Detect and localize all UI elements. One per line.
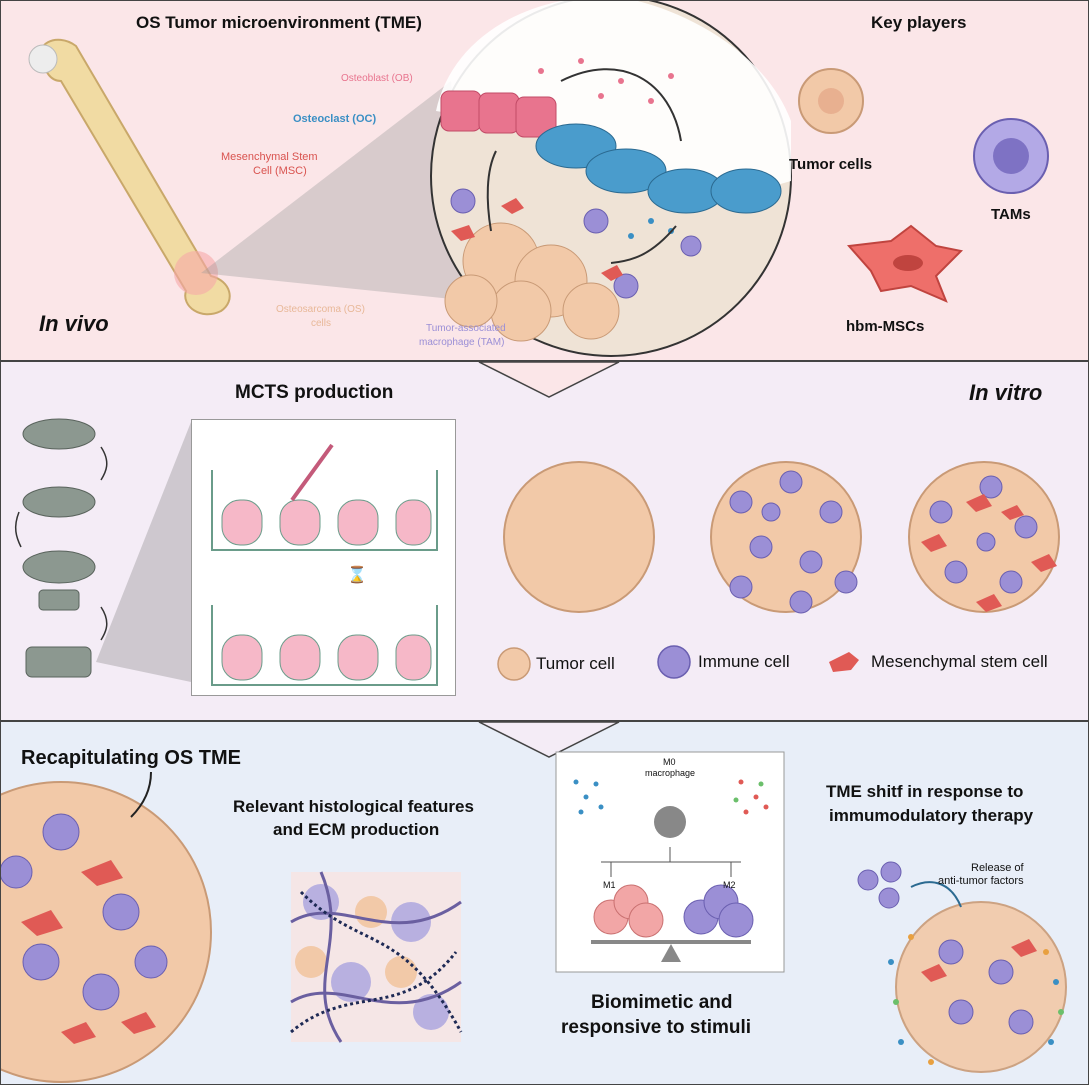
key-players-title: Key players: [871, 13, 967, 32]
panel-in-vivo: OS Tumor microenvironment (TME) Key play…: [0, 0, 1089, 361]
tams-label: TAMs: [991, 206, 1031, 223]
femur-bone-icon: [28, 38, 231, 316]
tam-cell-icon: [973, 118, 1049, 194]
spheroid-tumor-immune: [710, 461, 862, 614]
spheroid-tumor-only: [503, 461, 655, 613]
biomimetic-line1: Biomimetic and: [591, 992, 733, 1013]
msc-cell-icon: [846, 224, 964, 303]
tme-zoom-circle: [430, 1, 792, 357]
in-vivo-label: In vivo: [39, 311, 109, 336]
msc-label-line2: Cell (MSC): [253, 165, 307, 177]
tumor-cell-icon: [798, 68, 864, 134]
os-label-line1: Osteosarcoma (OS): [276, 304, 365, 315]
m2-label: M2: [723, 880, 736, 890]
panel-recapitulating: Recapitulating OS TME Relevant histologi…: [0, 721, 1089, 1085]
legend-msc-swatch: [829, 652, 859, 672]
plate-panel: ⌛: [191, 419, 456, 696]
spheroid-tumor-immune-msc: [908, 461, 1060, 613]
in-vitro-illustration: [14, 362, 1060, 682]
msc-label-line1: Mesenchymal Stem: [221, 151, 318, 163]
biomimetic-line2: responsive to stimuli: [561, 1017, 752, 1038]
legend-tumor-label: Tumor cell: [536, 654, 615, 673]
in-vitro-label: In vitro: [969, 380, 1043, 405]
tme-shift-line1: TME shitf in response to: [826, 782, 1024, 801]
osteoblast-label: Osteoblast (OB): [341, 73, 413, 84]
hbm-mscs-label: hbm-MSCs: [846, 318, 925, 335]
release-line2: anti-tumor factors: [938, 875, 1024, 887]
tam-label-line1: Tumor-associated: [426, 323, 506, 334]
in-vivo-illustration: [28, 1, 1049, 357]
osteoclast-label: Osteoclast (OC): [293, 113, 377, 125]
legend-msc-label: Mesenchymal stem cell: [871, 652, 1048, 671]
recapitulating-title: Recapitulating OS TME: [21, 747, 242, 769]
release-line1: Release of: [971, 862, 1024, 874]
immune-cells-icon: [857, 861, 902, 909]
tumor-cells-label: Tumor cells: [789, 156, 873, 173]
legend-immune-label: Immune cell: [698, 652, 790, 671]
svg-text:⌛: ⌛: [347, 565, 367, 584]
well-plate-illustration: ⌛: [211, 443, 438, 686]
legend-tumor-swatch: [497, 647, 531, 681]
m0-label-line2: macrophage: [645, 768, 696, 778]
recapitulating-illustration: [1, 722, 1067, 1083]
tme-shift-line2: immumodulatory therapy: [829, 806, 1034, 825]
os-label-line2: cells: [311, 318, 332, 329]
histology-line2: and ECM production: [273, 820, 440, 839]
panel-in-vitro: ⌛ MCTS production In vitro Tumor cell Im…: [0, 361, 1089, 721]
tme-title: OS Tumor microenvironment (TME): [136, 13, 422, 32]
m0-label-line1: M0: [663, 757, 676, 767]
large-spheroid: [1, 781, 212, 1083]
legend-immune-swatch: [657, 645, 691, 679]
mcts-title: MCTS production: [235, 382, 394, 403]
treated-spheroid: [888, 901, 1067, 1073]
histology-line1: Relevant histological features: [233, 797, 474, 816]
m1-label: M1: [603, 880, 616, 890]
macrophage-polarization-box: [555, 751, 785, 973]
tam-label-line2: macrophage (TAM): [419, 337, 505, 348]
mold-steps-icon: [22, 418, 96, 678]
histology-image: [290, 871, 463, 1043]
pipette-icon: [290, 443, 334, 502]
